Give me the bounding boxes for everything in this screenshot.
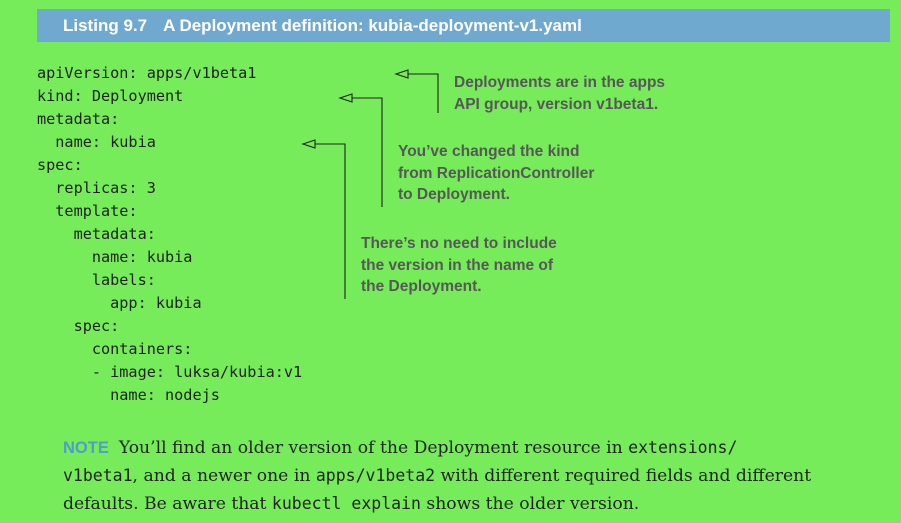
callout-arrowhead-1 (394, 69, 409, 79)
callout-api-group: Deployments are in the apps API group, v… (454, 74, 666, 113)
note-text: with different required fields and diffe… (63, 466, 812, 514)
listing-number: Listing 9.7 (63, 16, 148, 35)
code-line: - image: luksa/kubia:v1 (37, 363, 303, 381)
note-label: NOTE (63, 439, 109, 457)
note-code-v1beta1: v1beta1 (63, 466, 133, 485)
code-line: spec: (37, 317, 120, 335)
callout-arrowhead-3 (301, 139, 316, 149)
note-code-apps-v1beta2: apps/v1beta2 (315, 466, 436, 485)
code-line: apiVersion: apps/v1beta1 (37, 64, 257, 82)
callout-arrow-3 (315, 143, 346, 299)
listing-title: A Deployment definition: kubia-deploymen… (163, 16, 582, 35)
listing-header: Listing 9.7 A Deployment definition: kubi… (37, 9, 890, 42)
callout-kind-change: You’ve changed the kind from Replication… (398, 143, 595, 203)
callout-arrow-2 (352, 97, 383, 207)
note-text: , and a newer one in (132, 466, 316, 486)
code-line: kind: Deployment (37, 87, 184, 105)
code-line: spec: (37, 156, 83, 174)
code-line: name: nodejs (37, 386, 220, 404)
callout-name-version: There’s no need to include the version i… (361, 235, 557, 295)
code-line: labels: (37, 271, 156, 289)
code-line: metadata: (37, 225, 156, 243)
code-line: name: kubia (37, 248, 193, 266)
code-line: template: (37, 202, 138, 220)
callout-arrowhead-2 (338, 93, 353, 103)
code-line: metadata: (37, 110, 120, 128)
note-code-kubectl-explain: kubectl explain (271, 494, 421, 513)
note-paragraph: NOTE You’ll find an older version of the … (63, 434, 863, 518)
note-text: shows the older version. (420, 494, 640, 514)
note-text: You’ll find an older version of the Depl… (118, 438, 629, 458)
yaml-code-block: apiVersion: apps/v1beta1 kind: Deployment… (37, 62, 302, 407)
code-line: replicas: 3 (37, 179, 156, 197)
code-line: app: kubia (37, 294, 202, 312)
note-code-extensions: extensions/ (628, 438, 738, 457)
code-line: containers: (37, 340, 193, 358)
code-line: name: kubia (37, 133, 156, 151)
callout-arrow-1 (408, 73, 439, 113)
